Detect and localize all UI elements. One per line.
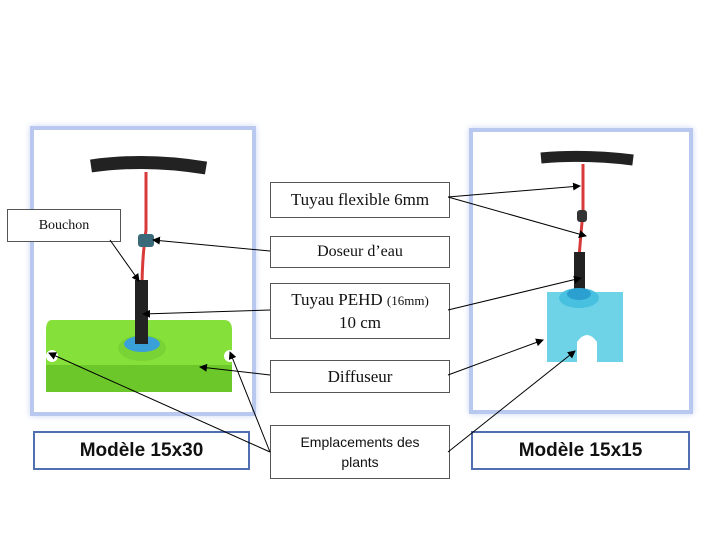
- caption-model-15x15: Modèle 15x15: [471, 431, 690, 470]
- caption-model-15x15-text: Modèle 15x15: [518, 439, 643, 461]
- label-tuyau-pehd-length: 10 cm: [338, 312, 382, 332]
- label-bouchon-text: Bouchon: [38, 217, 90, 233]
- caption-model-15x30: Modèle 15x30: [33, 431, 250, 470]
- label-tuyau-pehd: Tuyau PEHD (16mm) 10 cm: [270, 283, 450, 339]
- label-diffuseur-text: Diffuseur: [327, 366, 393, 386]
- label-tuyau-pehd-line1: Tuyau PEHD (16mm): [291, 289, 429, 312]
- label-diffuseur: Diffuseur: [270, 360, 450, 393]
- label-tuyau-pehd-size: (16mm): [386, 292, 429, 308]
- label-bouchon: Bouchon: [7, 209, 121, 242]
- label-doseur-text: Doseur d’eau: [317, 243, 403, 260]
- label-doseur: Doseur d’eau: [270, 236, 450, 268]
- label-tuyau-flexible-text: Tuyau flexible 6mm: [290, 190, 430, 209]
- label-emplacements-line1: Emplacements des: [300, 434, 420, 450]
- label-emplacements-line2: plants: [341, 454, 379, 470]
- label-tuyau-pehd-main: Tuyau PEHD: [291, 289, 383, 309]
- label-emplacements: Emplacements des plants: [270, 425, 450, 479]
- diffuser-15x15-illustration: [540, 150, 634, 362]
- diffuser-15x30-illustration: [46, 155, 236, 392]
- caption-model-15x30-text: Modèle 15x30: [79, 439, 204, 461]
- photo-model-15x15: [469, 128, 693, 414]
- photo-model-15x30: [30, 126, 256, 416]
- label-tuyau-flexible: Tuyau flexible 6mm: [270, 182, 450, 218]
